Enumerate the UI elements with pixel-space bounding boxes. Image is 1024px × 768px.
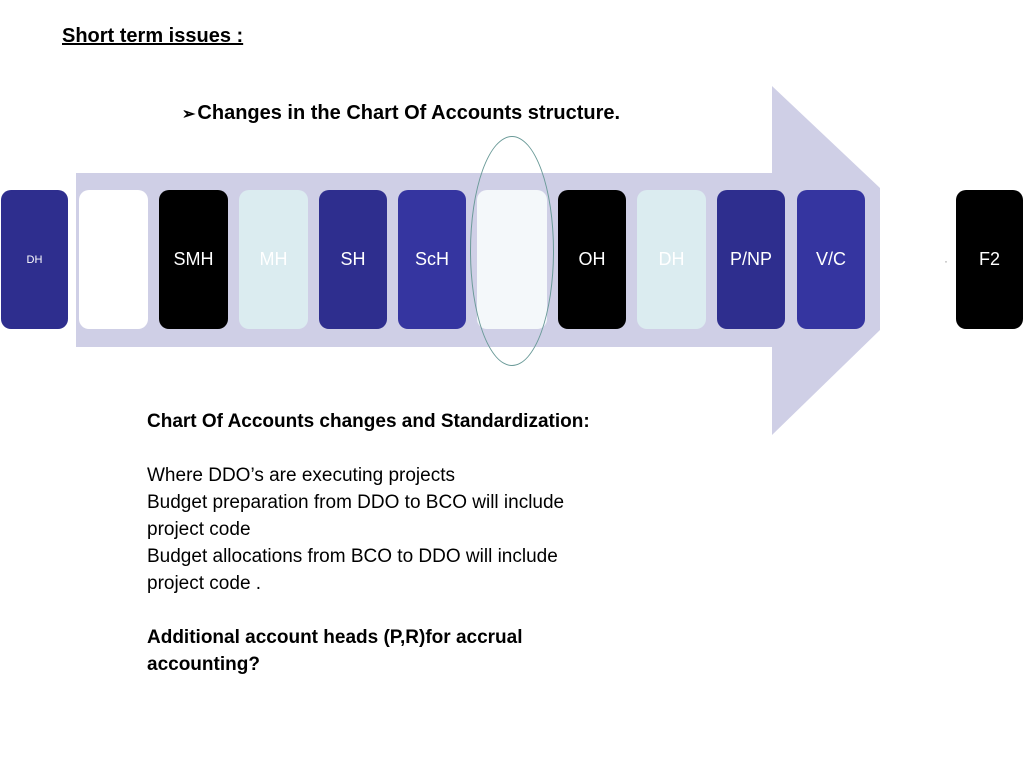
- body-title: Chart Of Accounts changes and Standardiz…: [147, 411, 590, 432]
- box-label: OH: [578, 249, 606, 269]
- box-sch: ScH: [398, 190, 466, 329]
- arrow-bullet-icon: ➢: [182, 106, 196, 123]
- box-sh: SH: [319, 190, 387, 329]
- box-smh: SMH: [159, 190, 228, 329]
- box-label: SH: [340, 249, 366, 269]
- box-label: SMH: [173, 249, 214, 269]
- body-question: Additional account heads (P,R)for accrua…: [147, 627, 523, 675]
- box-label: F2: [978, 249, 1000, 269]
- box-oh: OH: [558, 190, 626, 329]
- box-dh-left: DH: [1, 190, 68, 329]
- box-label: ScH: [414, 249, 449, 269]
- box-label: DH: [26, 253, 43, 266]
- bullet-item: ➢Changes in the Chart Of Accounts struct…: [182, 102, 620, 125]
- box-f2: F2: [956, 190, 1023, 329]
- box-label: DH: [658, 249, 685, 269]
- bullet-text: Changes in the Chart Of Accounts structu…: [197, 102, 621, 124]
- body-line: Budget allocations from BCO to DDO will …: [147, 546, 558, 594]
- box-vc: V/C: [797, 190, 865, 329]
- body-line: Where DDO’s are executing projects: [147, 465, 455, 486]
- box-pnp: P/NP: [717, 190, 785, 329]
- box-mh: MH: [239, 190, 308, 329]
- slide-heading: Short term issues :: [62, 25, 244, 47]
- highlight-oval: [470, 136, 554, 366]
- box-label: P/NP: [729, 249, 772, 269]
- box-dh: DH: [637, 190, 706, 329]
- body-line: Budget preparation from DDO to BCO will …: [147, 492, 565, 540]
- box-label: V/C: [815, 249, 846, 269]
- box-label: MH: [259, 249, 288, 269]
- body-text-block: Chart Of Accounts changes and Standardiz…: [147, 408, 617, 678]
- stray-mark: ·: [944, 254, 948, 268]
- box-blank-1: [79, 190, 148, 329]
